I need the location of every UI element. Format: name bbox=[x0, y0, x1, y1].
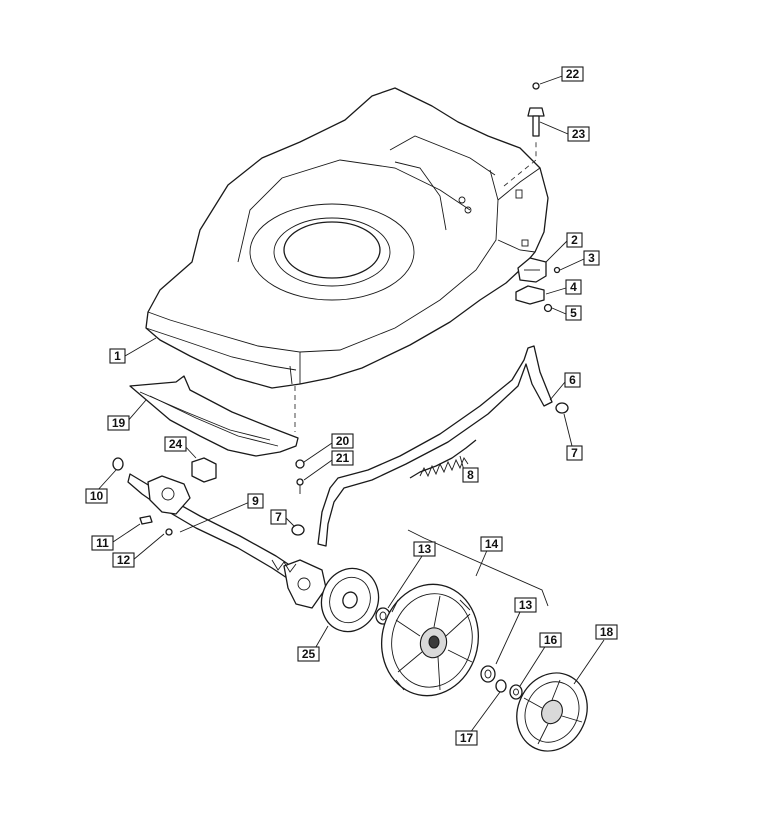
callout-18: 18 bbox=[595, 624, 618, 640]
alignment-line-rear bbox=[503, 142, 537, 187]
svg-text:7: 7 bbox=[275, 510, 282, 524]
svg-text:13: 13 bbox=[418, 542, 432, 556]
svg-text:11: 11 bbox=[96, 536, 109, 550]
callout-14: 14 bbox=[480, 536, 503, 552]
callout-20: 20 bbox=[331, 433, 354, 449]
svg-text:24: 24 bbox=[169, 437, 183, 451]
callout-25: 25 bbox=[297, 646, 320, 662]
svg-text:10: 10 bbox=[90, 489, 104, 503]
svg-text:9: 9 bbox=[252, 494, 259, 508]
wheel-group-bracket bbox=[407, 529, 549, 607]
svg-text:12: 12 bbox=[117, 553, 131, 567]
hub-disc bbox=[320, 567, 380, 633]
handle-bar bbox=[291, 345, 569, 547]
height-bracket bbox=[191, 457, 305, 494]
callout-11: 11 bbox=[91, 535, 114, 551]
svg-text:7: 7 bbox=[571, 446, 578, 460]
svg-text:16: 16 bbox=[544, 633, 558, 647]
svg-text:21: 21 bbox=[336, 451, 350, 465]
callout-3: 3 bbox=[583, 250, 600, 266]
rear-bracket-assembly bbox=[515, 257, 561, 313]
callout-12: 12 bbox=[112, 552, 135, 568]
callout-9: 9 bbox=[247, 493, 264, 509]
svg-text:3: 3 bbox=[588, 251, 595, 265]
svg-text:1: 1 bbox=[114, 349, 121, 363]
callout-19: 19 bbox=[107, 415, 130, 431]
bushings bbox=[375, 607, 496, 683]
svg-text:5: 5 bbox=[570, 306, 577, 320]
callout-4: 4 bbox=[565, 279, 582, 295]
svg-text:17: 17 bbox=[460, 731, 474, 745]
svg-text:23: 23 bbox=[572, 127, 586, 141]
callout-5: 5 bbox=[565, 305, 582, 321]
mower-deck bbox=[145, 87, 549, 389]
wheel bbox=[380, 583, 480, 697]
svg-text:25: 25 bbox=[302, 647, 316, 661]
svg-text:13: 13 bbox=[519, 598, 533, 612]
washer-and-nut bbox=[495, 679, 523, 700]
callout-8: 8 bbox=[462, 467, 479, 483]
callout-24: 24 bbox=[164, 436, 187, 452]
callout-13-left: 13 bbox=[413, 541, 436, 557]
front-flap bbox=[129, 375, 299, 457]
svg-text:18: 18 bbox=[600, 625, 614, 639]
callout-23: 23 bbox=[567, 126, 590, 142]
svg-text:22: 22 bbox=[566, 67, 580, 81]
callout-13-right: 13 bbox=[514, 597, 537, 613]
front-axle-assembly bbox=[127, 473, 327, 609]
callout-16: 16 bbox=[539, 632, 562, 648]
callout-7-right: 7 bbox=[566, 445, 583, 461]
callout-1: 1 bbox=[109, 348, 126, 364]
svg-text:8: 8 bbox=[467, 468, 474, 482]
front-hardware bbox=[112, 457, 173, 536]
svg-text:20: 20 bbox=[336, 434, 350, 448]
svg-text:14: 14 bbox=[485, 537, 499, 551]
callout-6: 6 bbox=[564, 372, 581, 388]
callout-7-left: 7 bbox=[270, 509, 287, 525]
hub-cap bbox=[516, 672, 588, 752]
callout-2: 2 bbox=[566, 232, 583, 248]
callout-22: 22 bbox=[561, 66, 584, 82]
rear-pin-assembly bbox=[527, 82, 545, 137]
callout-10: 10 bbox=[85, 488, 108, 504]
svg-text:6: 6 bbox=[569, 373, 576, 387]
svg-text:2: 2 bbox=[571, 233, 578, 247]
callout-21: 21 bbox=[331, 450, 354, 466]
callout-17: 17 bbox=[455, 730, 478, 746]
svg-text:4: 4 bbox=[570, 280, 577, 294]
svg-text:19: 19 bbox=[112, 416, 126, 430]
leader-lines bbox=[95, 73, 605, 738]
